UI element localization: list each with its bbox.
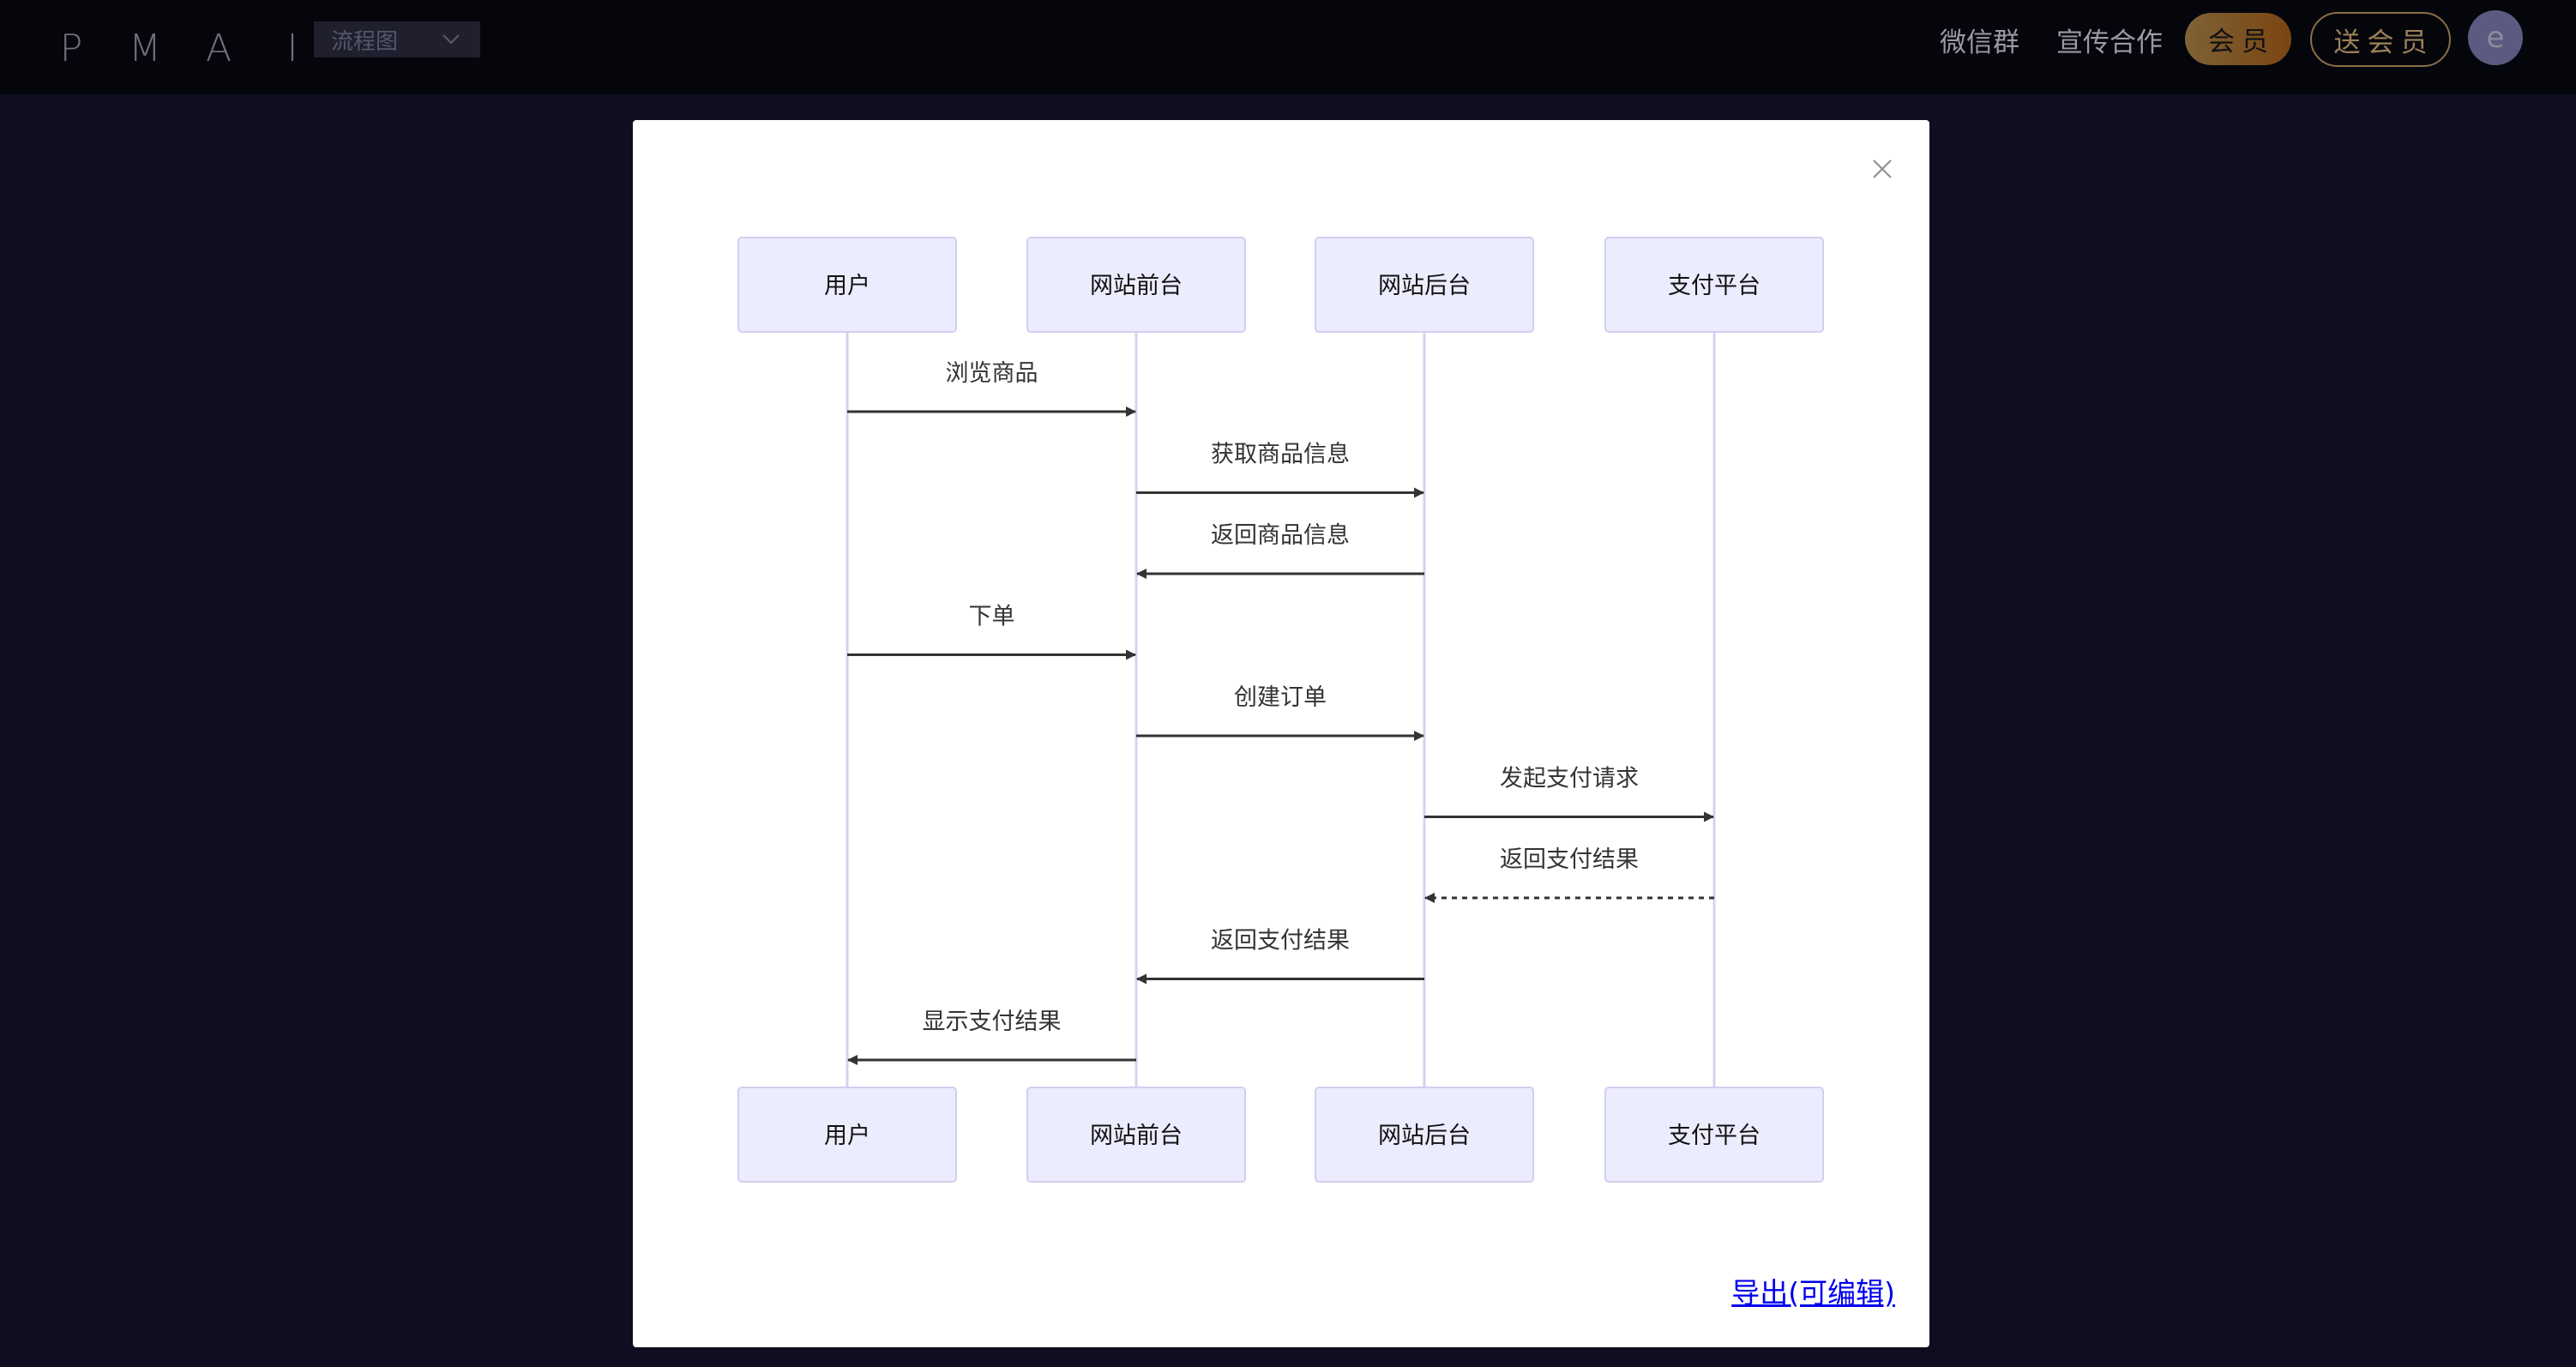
wechat-group-link[interactable]: 微信群 — [1940, 27, 2019, 58]
actor-bottom[interactable]: 支付平台 — [1604, 1087, 1824, 1183]
diagram-type-value: 流程图 — [331, 28, 399, 55]
actor-bottom[interactable]: 网站前台 — [1026, 1087, 1246, 1183]
actor-label: 网站后台 — [1378, 1123, 1471, 1149]
message: 创建订单 — [1136, 684, 1424, 741]
message: 下单 — [847, 604, 1136, 660]
logo-letter-m: M — [129, 26, 161, 70]
message: 浏览商品 — [847, 360, 1136, 417]
actor-bottom[interactable]: 网站后台 — [1315, 1087, 1534, 1183]
logo-letter-i: I — [286, 26, 298, 70]
actor-top[interactable]: 用户 — [737, 237, 957, 333]
message: 返回支付结果 — [1424, 846, 1714, 903]
actor-label: 用户 — [824, 1123, 870, 1149]
diagram-modal: 用户网站前台网站后台支付平台 用户网站前台网站后台支付平台 浏览商品获取商品信息… — [633, 120, 1929, 1347]
logo-letter-a: A — [205, 26, 232, 70]
message-label: 创建订单 — [1234, 684, 1327, 711]
vip-button[interactable]: 会员 — [2185, 13, 2291, 65]
actor-box — [1315, 1087, 1534, 1183]
message: 获取商品信息 — [1136, 442, 1424, 498]
actor-label: 网站前台 — [1090, 273, 1183, 299]
actor-bottom[interactable]: 用户 — [737, 1087, 957, 1183]
close-icon[interactable] — [1871, 158, 1893, 180]
message-label: 浏览商品 — [946, 360, 1038, 387]
message-label: 返回支付结果 — [1211, 928, 1350, 954]
message: 显示支付结果 — [847, 1009, 1136, 1065]
actor-label: 网站前台 — [1090, 1123, 1183, 1149]
gift-vip-button[interactable]: 送会员 — [2310, 12, 2451, 67]
message: 发起支付请求 — [1424, 766, 1714, 822]
top-bar: P M A I 流程图 微信群 宣传合作 会员 送会员 e — [0, 0, 2576, 94]
avatar[interactable]: e — [2468, 10, 2523, 65]
actor-label: 用户 — [824, 273, 870, 299]
actor-top[interactable]: 支付平台 — [1604, 237, 1824, 333]
diagram-type-select[interactable]: 流程图 — [314, 21, 480, 57]
message-label: 返回商品信息 — [1211, 522, 1350, 549]
actor-label: 支付平台 — [1668, 273, 1760, 299]
export-editable-link[interactable]: 导出(可编辑) — [1731, 1276, 1895, 1310]
sequence-diagram: 用户网站前台网站后台支付平台 用户网站前台网站后台支付平台 浏览商品获取商品信息… — [737, 237, 1824, 1183]
message: 返回支付结果 — [1136, 928, 1424, 985]
actor-box — [1604, 1087, 1824, 1183]
logo[interactable]: P M A I — [34, 22, 329, 74]
chevron-down-icon — [442, 34, 460, 45]
message-label: 返回支付结果 — [1500, 846, 1639, 873]
actor-box — [1026, 237, 1246, 333]
actor-label: 网站后台 — [1378, 273, 1471, 299]
actor-top[interactable]: 网站前台 — [1026, 237, 1246, 333]
actor-box — [1026, 1087, 1246, 1183]
promotion-link[interactable]: 宣传合作 — [2056, 27, 2163, 58]
actor-box — [737, 237, 957, 333]
actor-box — [737, 1087, 957, 1183]
actor-label: 支付平台 — [1668, 1123, 1760, 1149]
logo-letter-p: P — [59, 26, 83, 70]
message-label: 显示支付结果 — [923, 1009, 1062, 1035]
message-label: 下单 — [969, 604, 1015, 630]
message: 返回商品信息 — [1136, 522, 1424, 579]
message-label: 发起支付请求 — [1500, 766, 1639, 792]
actor-top[interactable]: 网站后台 — [1315, 237, 1534, 333]
message-label: 获取商品信息 — [1211, 442, 1350, 468]
actor-box — [1604, 237, 1824, 333]
actor-box — [1315, 237, 1534, 333]
